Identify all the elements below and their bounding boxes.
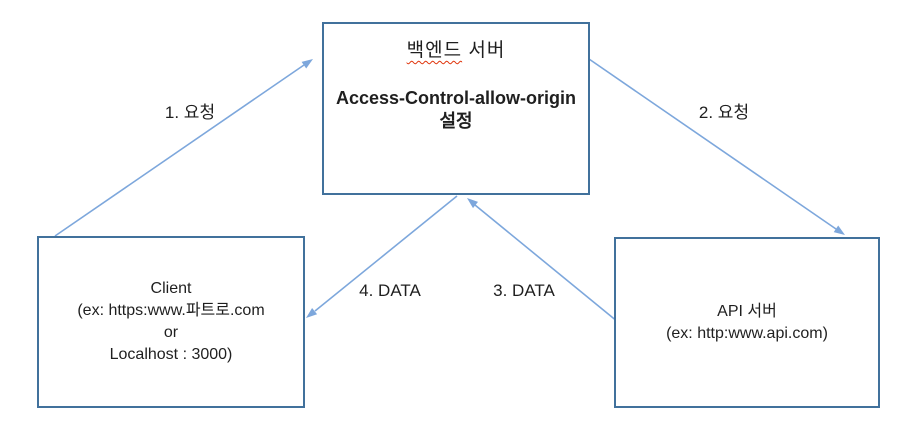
client-box: Client (ex: https:www.파트로.com or Localho… [37,236,305,408]
backend-server-subtitle: Access-Control-allow-origin 설정 [324,87,588,133]
arrow-data-3-line [474,204,619,323]
arrow-data-3-head [467,198,478,209]
backend-title-word-rest: 서버 [468,40,506,61]
client-example-url: (ex: https:www.파트로.com [77,302,265,319]
client-title: Client [150,280,192,297]
subtitle-line-1: Access-Control-allow-origin [335,88,577,108]
client-localhost-text: Localhost : 3000) [109,346,233,363]
api-server-box: API 서버 (ex: http:www.api.com) [614,237,880,408]
backend-title-word-misspelled: 백엔드 [406,40,463,61]
arrow-label-data-3: 3. DATA [493,281,555,300]
arrow-request-1-line [54,64,305,237]
arrow-request-2-head [833,225,845,235]
api-server-example-url: (ex: http:www.api.com) [666,324,828,342]
arrow-label-data-4: 4. DATA [359,281,421,300]
backend-server-box: 백엔드 서버 Access-Control-allow-origin 설정 [322,22,590,195]
api-server-title: API 서버 [717,302,777,320]
arrow-data-4-head [306,308,318,318]
arrow-request-2-line [588,58,837,230]
subtitle-line-2: 설정 [439,111,473,131]
arrow-label-request-2: 2. 요청 [698,103,750,122]
arrow-request-1-head [301,59,313,69]
client-or-text: or [163,324,179,341]
backend-server-title: 백엔드 서버 [324,39,588,63]
arrow-label-request-1: 1. 요청 [164,103,216,122]
